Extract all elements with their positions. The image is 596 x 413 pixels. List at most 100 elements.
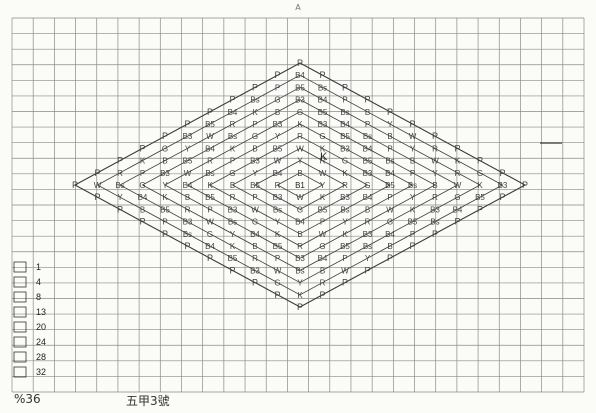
pattern-letter: B4 — [453, 205, 463, 214]
legend-count: 13 — [36, 307, 46, 317]
pattern-letter: Bs — [228, 218, 237, 227]
pattern-letter: R — [342, 181, 348, 190]
pattern-letter: R — [230, 193, 236, 202]
pattern-letter: B4 — [205, 144, 215, 153]
pattern-letter: Bs — [273, 205, 282, 214]
pattern-letter: G — [297, 205, 303, 214]
pattern-letter: P — [477, 156, 483, 166]
pattern-letter: Bs — [183, 230, 192, 239]
pattern-letter: B4 — [385, 169, 395, 178]
pattern-letter: R — [230, 120, 236, 129]
pattern-letter: Y — [297, 279, 303, 288]
pattern-letter: P — [387, 193, 392, 202]
pattern-letter: R — [365, 218, 371, 227]
pattern-letter: P — [72, 180, 78, 190]
pattern-letter: W — [274, 266, 282, 275]
pattern-letter: P — [297, 302, 303, 312]
pattern-letter: P — [229, 95, 235, 105]
pattern-letter: B4 — [318, 254, 328, 263]
pattern-letter: P — [252, 82, 258, 92]
pattern-letter: B4 — [273, 169, 283, 178]
pattern-letter: R — [275, 181, 281, 190]
pattern-letter: P — [387, 107, 393, 117]
pattern-letter: B3 — [250, 266, 260, 275]
pattern-letter: B5 — [318, 108, 328, 117]
pattern-letter: B3 — [363, 169, 373, 178]
pattern-letter: P — [342, 82, 348, 92]
pattern-letter: Bs — [385, 157, 394, 166]
pattern-letter: B3 — [430, 205, 440, 214]
pattern-letter: G — [207, 230, 213, 239]
pattern-letter: G — [274, 279, 280, 288]
pattern-letter: B5 — [228, 254, 238, 263]
pattern-letter: W — [319, 169, 327, 178]
pattern-letter: B — [297, 169, 302, 178]
pattern-letter: W — [319, 230, 327, 239]
pattern-letter: P — [229, 265, 235, 275]
pattern-letter: B — [252, 242, 257, 251]
pattern-letter: P — [387, 144, 392, 153]
pattern-letter: P — [342, 254, 347, 263]
pattern-letter: Bs — [115, 181, 124, 190]
pattern-letter: B5 — [273, 144, 283, 153]
pattern-letter: P — [274, 70, 280, 80]
pattern-letter: P — [117, 156, 123, 166]
pattern-letter: P — [364, 95, 370, 105]
pattern-letter: P — [522, 180, 528, 190]
pattern-letter: P — [184, 241, 190, 251]
pattern-letter: P — [319, 70, 325, 80]
pattern-letter: B4 — [138, 193, 148, 202]
pattern-letter: R — [185, 205, 191, 214]
pattern-letter: B — [365, 205, 370, 214]
pattern-letter: B4 — [318, 96, 328, 105]
pattern-letter: G — [342, 157, 348, 166]
pattern-letter: P — [252, 278, 258, 288]
pattern-letter: Y — [252, 169, 258, 178]
pattern-letter: B — [162, 157, 167, 166]
pattern-letter: K — [320, 193, 326, 202]
pattern-letter: B3 — [498, 181, 508, 190]
pattern-letter: Y — [410, 144, 416, 153]
pattern-letter: P — [94, 168, 100, 178]
pattern-center: B1 — [295, 181, 305, 190]
pattern-letter: P — [207, 253, 213, 263]
pattern-letter: B3 — [363, 230, 373, 239]
pattern-letter: B4 — [363, 144, 373, 153]
pattern-letter: B3 — [273, 120, 283, 129]
pattern-letter: P — [432, 131, 438, 141]
pattern-letter: B5 — [205, 120, 215, 129]
pattern-letter: W — [206, 218, 214, 227]
legend-count: 32 — [36, 367, 46, 377]
pattern-letter: R — [455, 169, 461, 178]
pattern-letter: P — [162, 131, 168, 141]
pattern-letter: P — [207, 205, 212, 214]
pattern-letter: P — [252, 193, 257, 202]
pattern-letter: B — [297, 230, 302, 239]
pattern-letter: K — [342, 169, 348, 178]
pattern-letter: B3 — [318, 120, 328, 129]
legend-count: 1 — [36, 262, 41, 272]
pattern-letter: W — [409, 132, 417, 141]
pattern-letter: G — [454, 193, 460, 202]
pattern-letter: P — [432, 229, 438, 239]
pattern-letter: R — [117, 169, 123, 178]
pattern-letter: B5 — [408, 218, 418, 227]
pattern-letter: K — [410, 205, 416, 214]
pattern-letter: B — [252, 144, 257, 153]
pattern-letter: Y — [432, 169, 438, 178]
pattern-letter: W — [274, 157, 282, 166]
pattern-letter: W — [296, 193, 304, 202]
pattern-letter: B3 — [250, 157, 260, 166]
pattern-letter: W — [454, 181, 462, 190]
pattern-letter: W — [94, 181, 102, 190]
pattern-letter: Y — [297, 157, 303, 166]
pattern-letter: P — [139, 217, 145, 227]
pattern-letter: P — [320, 218, 325, 227]
pattern-letter: R — [207, 157, 213, 166]
pattern-letter: G — [229, 169, 235, 178]
legend-count: 28 — [36, 352, 46, 362]
pattern-letter: K — [140, 157, 146, 166]
pattern-letter: B4 — [250, 230, 260, 239]
pattern-letter: P — [94, 192, 100, 202]
pattern-letter: R — [252, 254, 258, 263]
